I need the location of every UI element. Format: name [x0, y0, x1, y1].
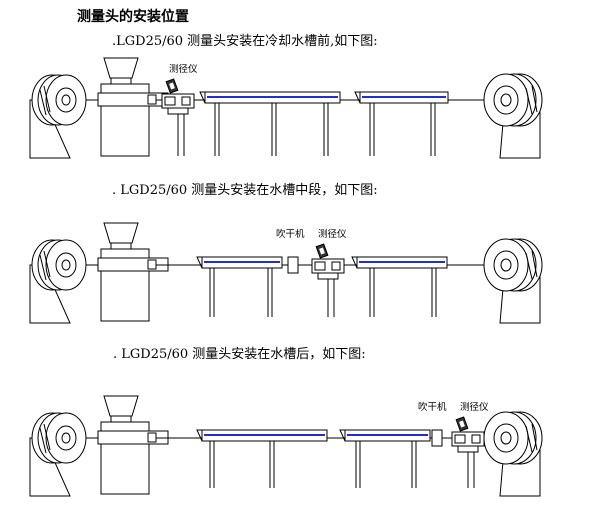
takeup-reel	[483, 73, 543, 159]
cooling-tank-2	[354, 91, 449, 156]
extruder	[97, 222, 169, 322]
diagram-mid-tank: 吹干机 测径仪	[29, 222, 543, 324]
takeup-reel	[483, 238, 543, 324]
gauge-label: 测径仪	[169, 63, 198, 75]
gauge-label: 测径仪	[318, 228, 347, 240]
caption-mid-tank: . LGD25/60 测量头安装在水槽中段，如下图:	[112, 183, 378, 198]
extruder	[97, 395, 169, 495]
air-dryer	[287, 256, 299, 274]
cooling-tank-1	[199, 91, 341, 156]
diameter-gauge	[161, 78, 195, 156]
cooling-tank-1	[196, 429, 328, 488]
diameter-gauge	[311, 243, 345, 317]
cooling-tank-1	[196, 256, 283, 317]
caption-after-tank: . LGD25/60 测量头安装在水槽后，如下图:	[113, 347, 366, 362]
payoff-reel	[29, 239, 101, 324]
dryer-label: 吹干机	[276, 228, 305, 240]
air-dryer	[431, 429, 443, 447]
caption-before-tank: .LGD25/60 测量头安装在冷却水槽前,如下图:	[112, 34, 378, 49]
page-title: 测量头的安装位置	[77, 9, 189, 25]
cooling-tank-2	[339, 429, 431, 488]
extruder	[97, 57, 169, 157]
dryer-label: 吹干机	[418, 401, 447, 413]
gauge-label: 测径仪	[460, 401, 489, 413]
payoff-reel	[29, 412, 101, 497]
takeup-reel	[483, 411, 543, 497]
cooling-tank-2	[351, 256, 448, 317]
diameter-gauge	[451, 416, 485, 488]
payoff-reel	[29, 74, 101, 159]
diagram-after-tank: 吹干机 测径仪	[29, 395, 543, 497]
diagram-before-tank: 测径仪	[29, 57, 543, 159]
